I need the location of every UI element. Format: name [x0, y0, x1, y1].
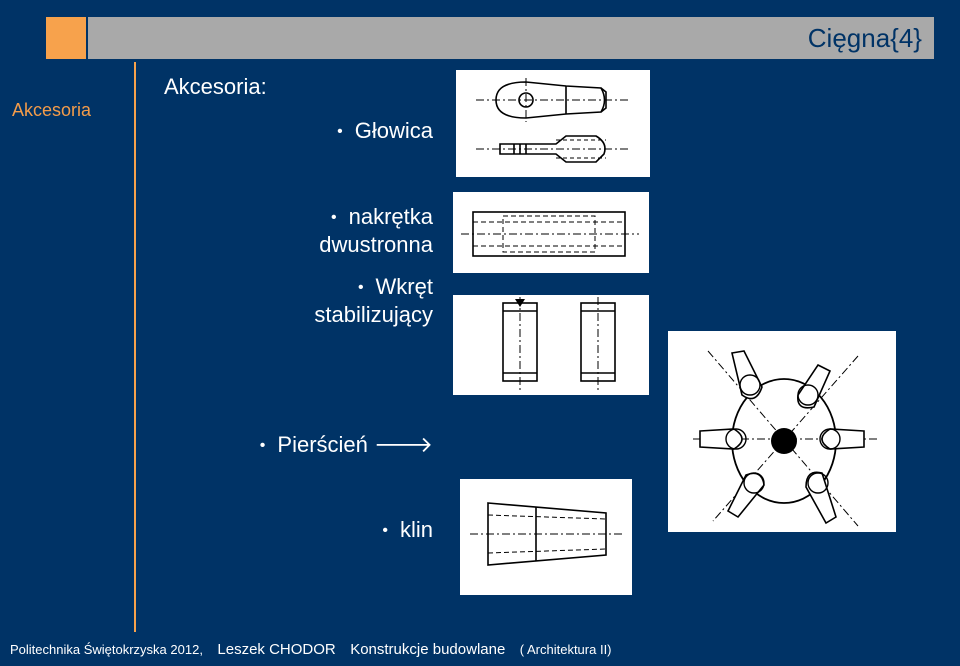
section-label: Akcesoria — [12, 100, 92, 120]
drawing-wkret — [453, 295, 649, 395]
drawing-pierscien — [668, 331, 896, 532]
list-item-wkret: • Wkręt stabilizujący — [314, 273, 433, 328]
list-item-glowica: • Głowica — [337, 117, 433, 145]
slide-title: Cięgna{4} — [807, 23, 922, 53]
item-text-line1: nakrętka — [348, 204, 433, 229]
sidebar-divider — [134, 62, 136, 632]
content-heading: Akcesoria: — [164, 74, 267, 99]
bullet: • — [337, 123, 343, 140]
item-text-line2: dwustronna — [319, 232, 433, 257]
footer-institution: Politechnika Świętokrzyska 2012, — [10, 642, 203, 657]
bullet: • — [331, 209, 337, 226]
footer-subject: Konstrukcje budowlane — [350, 641, 506, 658]
item-text: Pierścień — [277, 432, 368, 457]
bullet: • — [357, 279, 364, 296]
footer: Politechnika Świętokrzyska 2012, Leszek … — [10, 641, 622, 659]
glowica-drawing-svg — [476, 78, 631, 163]
item-text: Głowica — [354, 118, 433, 143]
list-item-nakretka: • nakrętka dwustronna — [319, 203, 433, 258]
item-text-line2: stabilizujący — [314, 302, 433, 327]
bullet: • — [382, 522, 388, 539]
list-item-klin: • klin — [382, 516, 433, 544]
footer-author: Leszek CHODOR — [217, 641, 336, 658]
bullet: • — [259, 437, 266, 454]
klin-drawing-svg — [470, 502, 624, 566]
footer-course: ( Architektura II) — [519, 642, 612, 657]
header-band — [88, 17, 934, 59]
drawing-klin — [460, 479, 632, 595]
drawing-nakretka — [453, 192, 649, 273]
item-text: klin — [399, 517, 433, 542]
header-accent-square — [46, 17, 86, 59]
drawing-glowica — [456, 70, 650, 177]
item-text-line1: Wkręt — [375, 274, 433, 299]
nakretka-drawing-svg — [461, 211, 639, 257]
arrow-right-icon: 🡒 — [374, 432, 433, 457]
pierscien-drawing-svg — [693, 350, 878, 527]
wkret-drawing-svg — [502, 297, 616, 391]
list-item-pierscien: • Pierścień 🡒 — [260, 431, 433, 459]
